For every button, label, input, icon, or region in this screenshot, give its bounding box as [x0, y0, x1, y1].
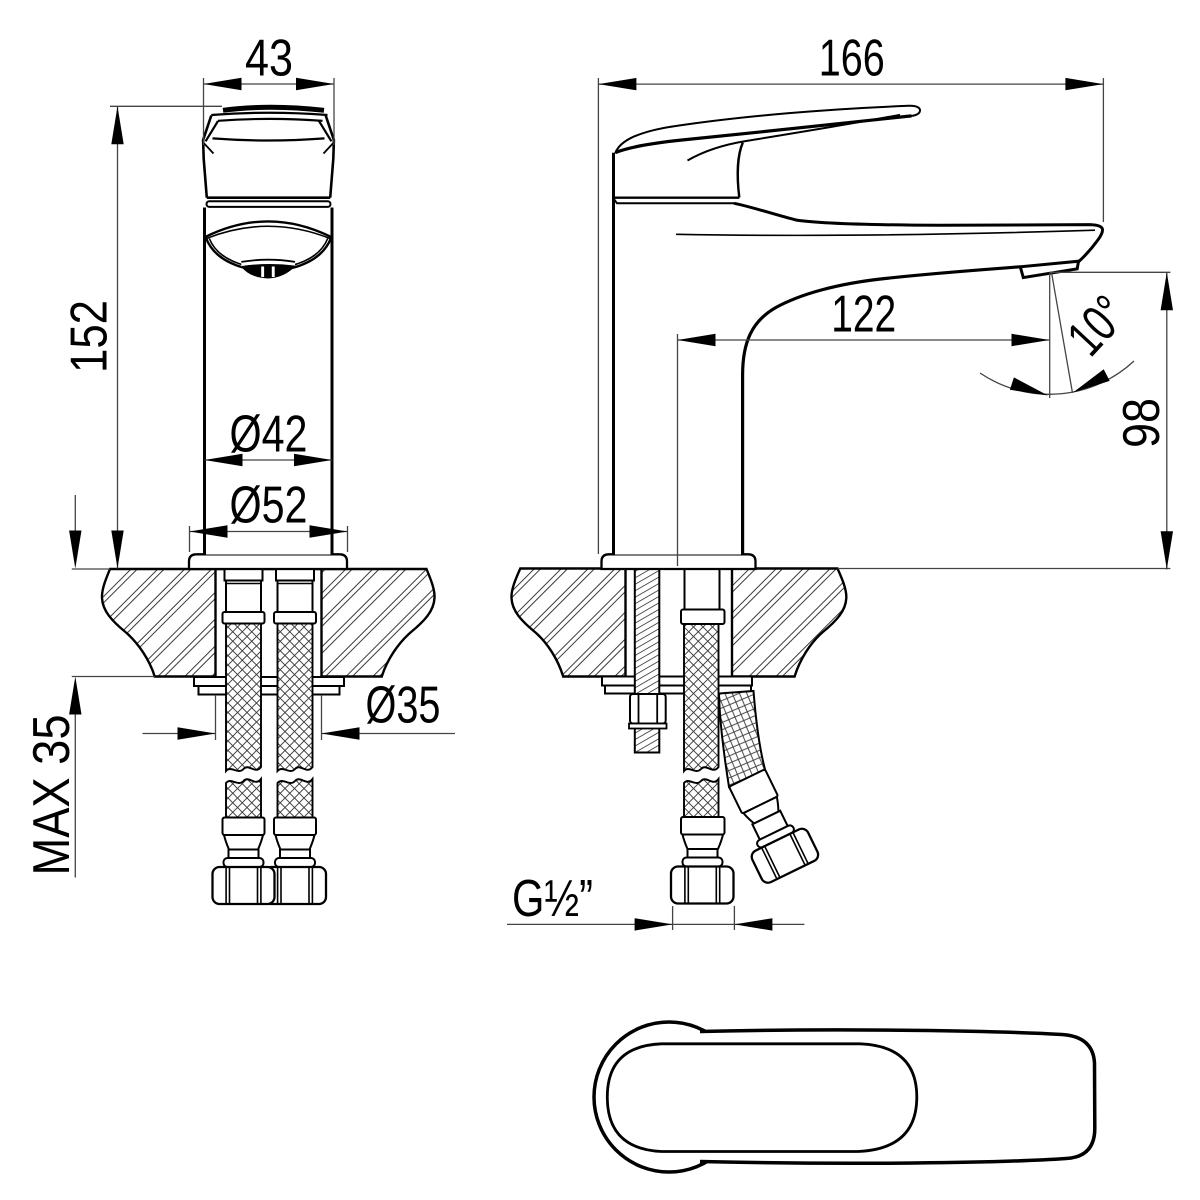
svg-text:43: 43 — [245, 30, 293, 88]
svg-text:Ø35: Ø35 — [366, 677, 441, 735]
svg-text:98: 98 — [1113, 398, 1171, 448]
svg-text:152: 152 — [61, 300, 119, 373]
svg-text:Ø52: Ø52 — [230, 477, 308, 535]
svg-text:Ø42: Ø42 — [230, 406, 308, 464]
svg-text:122: 122 — [831, 286, 896, 344]
svg-text:166: 166 — [819, 30, 885, 88]
svg-text:MAX 35: MAX 35 — [23, 715, 81, 876]
svg-text:G½”: G½” — [512, 870, 593, 928]
